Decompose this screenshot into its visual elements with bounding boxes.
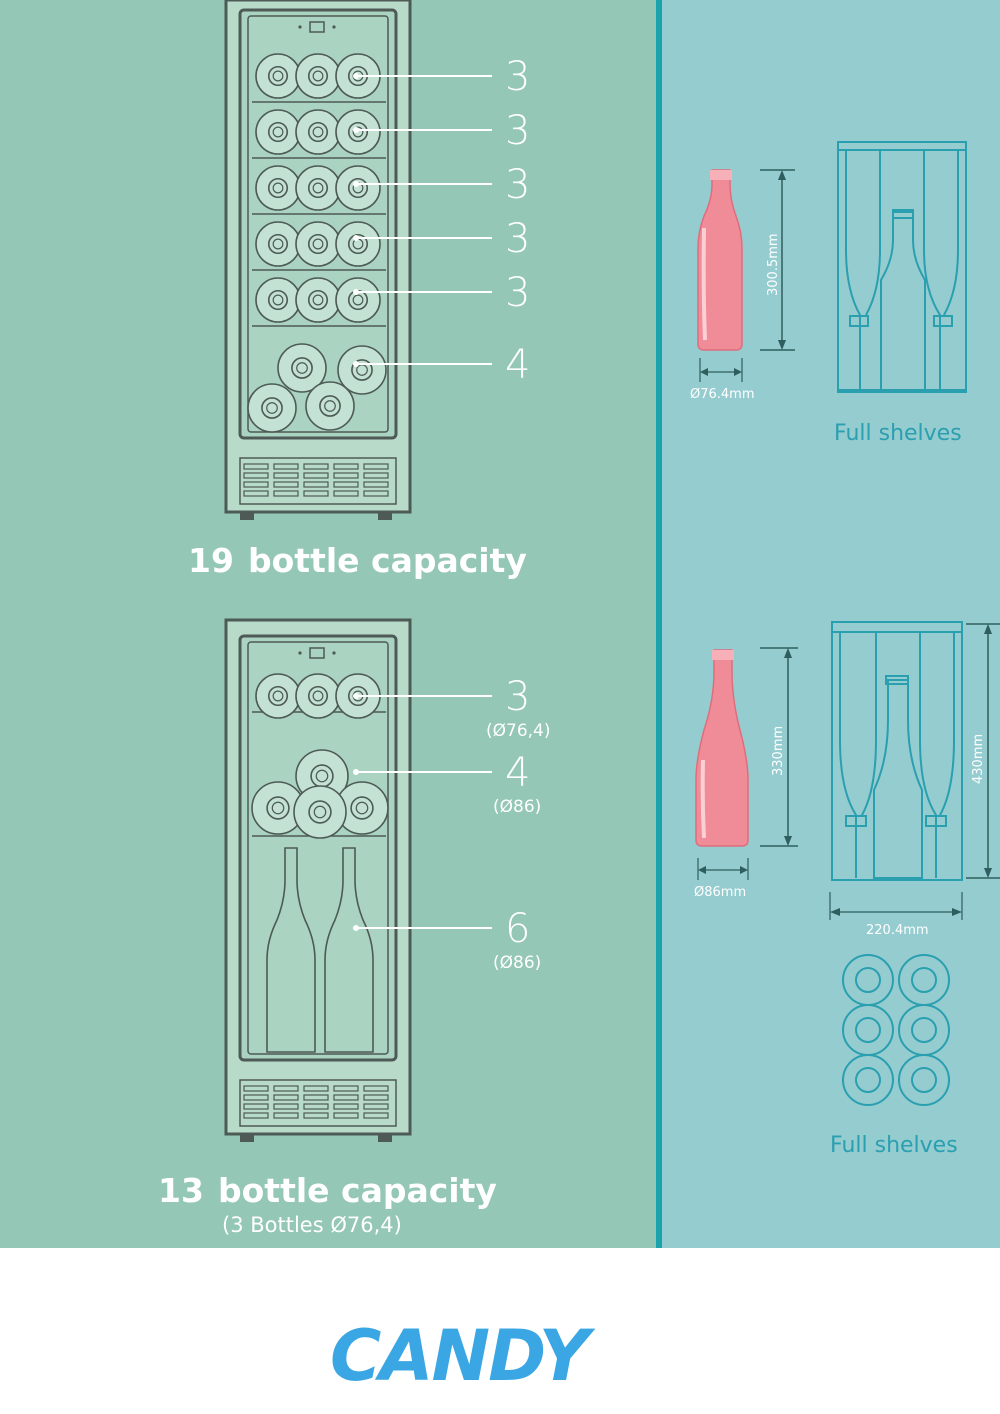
bottle-end-icon [255,53,301,99]
shelf-diameter-note: (Ø86) [493,797,541,817]
bottle-end-icon [255,165,301,211]
bottom-bottle-height: 330mm [771,726,786,776]
bottom-capacity-note: (3 Bottles Ø76,4) [222,1213,402,1237]
bottle-end-icon [898,1054,950,1106]
bottle-end-icon [842,1054,894,1106]
bottle-end-icon [247,383,297,433]
shelf-count-label: 4 [505,750,530,796]
bottle-end-icon [295,109,341,155]
bottle-end-icon [305,381,355,431]
top-bottle-height: 300.5mm [766,233,781,296]
bottom-full-shelves-label: Full shelves [830,1133,958,1158]
shelf-diameter-note: (Ø86) [493,953,541,973]
candy-logo: CANDY [330,1315,596,1397]
shelf-count-label: 3 [505,216,530,262]
bottle-end-icon [255,277,301,323]
panel-divider [656,0,662,1248]
bottom-bottle-diameter: Ø86mm [694,885,746,900]
top-capacity-text: bottle capacity [248,541,527,580]
rack-width: 220.4mm [866,923,929,938]
bottle-end-icon [295,53,341,99]
bottle-end-icon [293,785,347,839]
bottle-end-icon [255,673,301,719]
bottle-end-icon [251,781,305,835]
shelf-count-label: 3 [505,54,530,100]
top-capacity-number: 19 [188,541,234,580]
bottle-end-icon [277,343,327,393]
bottle-stack-icon [842,954,950,1106]
bottle-end-icon [295,277,341,323]
shelf-count-label: 4 [505,342,530,388]
bottle-end-icon [255,109,301,155]
wine-fridge-icon [224,0,412,520]
bottle-end-icon [255,221,301,267]
wine-fridge-icon [224,618,412,1142]
bottom-capacity-text: bottle capacity [218,1171,497,1210]
rack-height: 430mm [971,734,986,784]
shelf-count-label: 6 [505,906,530,952]
top-full-shelves-label: Full shelves [834,421,962,446]
shelf-count-label: 3 [505,162,530,208]
bottle-end-icon [335,221,381,267]
bottle-end-icon [337,345,387,395]
bottle-end-icon [335,781,389,835]
shelf-count-label: 3 [505,108,530,154]
shelf-diameter-note: (Ø76,4) [486,721,551,741]
top-bottle-diameter: Ø76.4mm [690,387,755,402]
wine-bottle-icon [697,169,743,351]
bottle-end-icon [295,673,341,719]
bottle-end-icon [295,221,341,267]
bottom-capacity-number: 13 [158,1171,204,1210]
shelf-count-label: 3 [505,674,530,720]
bottle-end-icon [295,165,341,211]
bottle-rack-icon [831,621,963,881]
bottle-rack-icon [837,141,967,393]
wine-bottle-icon [695,649,749,847]
shelf-count-label: 3 [505,270,530,316]
bottle-end-icon [335,277,381,323]
bottle-end-icon [335,165,381,211]
